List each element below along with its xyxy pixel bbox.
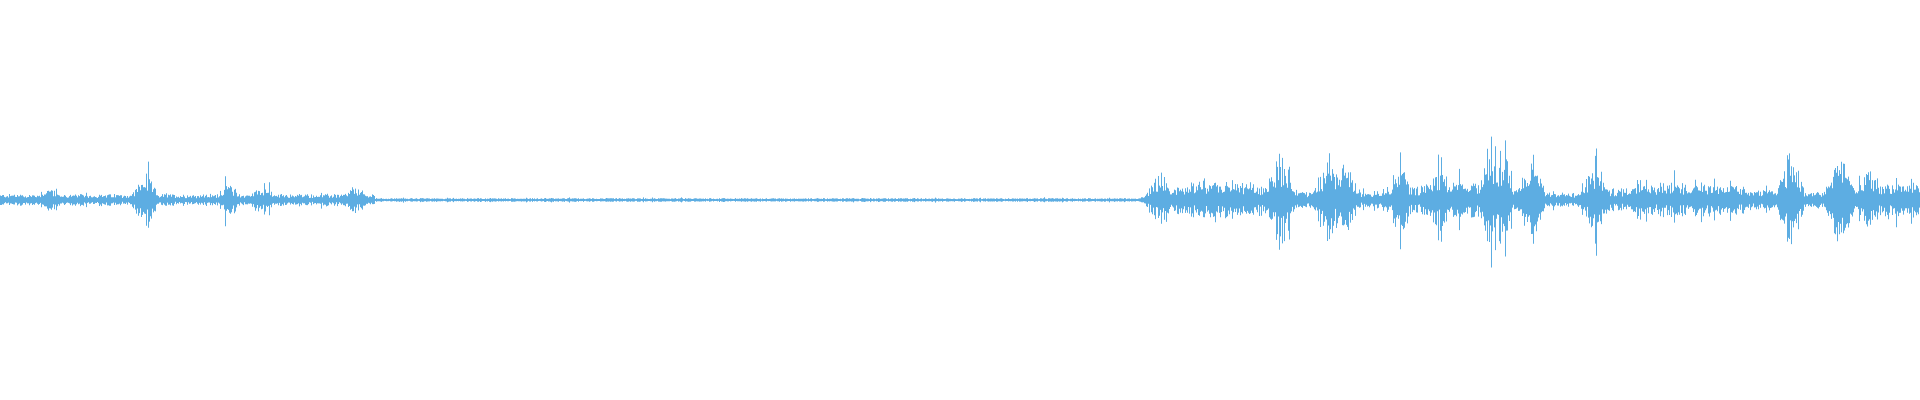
waveform-trace bbox=[0, 136, 1920, 268]
